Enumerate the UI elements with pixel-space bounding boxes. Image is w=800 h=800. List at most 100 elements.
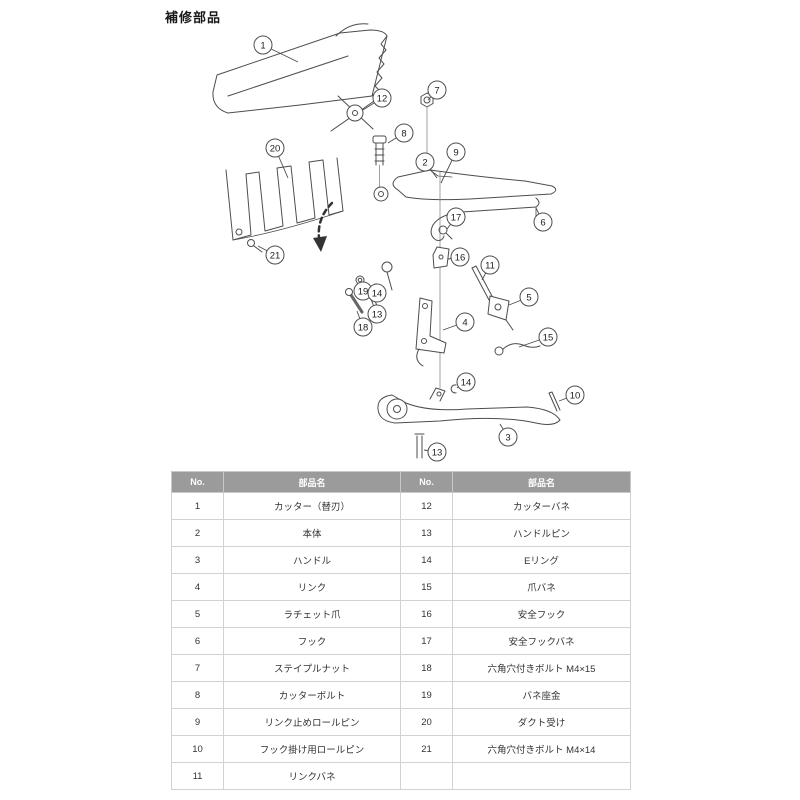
part-callout-number: 13 xyxy=(372,309,383,320)
part-no-cell: 18 xyxy=(400,654,453,682)
part-callout-number: 21 xyxy=(270,250,281,261)
part-callout-number: 4 xyxy=(462,317,467,328)
part-callout-17 xyxy=(446,207,466,227)
part-callout-3 xyxy=(498,427,518,447)
part-no-cell: 12 xyxy=(400,492,453,520)
part-callout-1 xyxy=(253,35,273,55)
parts-table-header-cell: 部品名 xyxy=(452,471,631,493)
handle-shape xyxy=(377,394,561,425)
part-name-cell: 六角穴付きボルト M4×14 xyxy=(452,735,631,763)
hook-shape xyxy=(430,197,540,241)
part-callout-9 xyxy=(446,142,466,162)
part-callout-number: 1 xyxy=(260,40,265,51)
part-callout-13 xyxy=(367,304,387,324)
insertion-arrow xyxy=(317,201,334,240)
part-no-cell: 5 xyxy=(171,600,224,628)
part-callout-18 xyxy=(353,317,373,337)
part-no-cell: 10 xyxy=(171,735,224,763)
part-name-cell: リンク止めロールピン xyxy=(223,708,401,736)
part-callout-number: 5 xyxy=(526,292,531,303)
part-no-cell: 4 xyxy=(171,573,224,601)
part-callout-16 xyxy=(450,247,470,267)
link-shape xyxy=(415,297,447,354)
part-callout-number: 18 xyxy=(358,322,369,333)
page-title: 補修部品 xyxy=(165,10,222,25)
part-name-cell: カッター（替刃） xyxy=(223,492,401,520)
ratchet-claw-shape xyxy=(487,295,510,321)
parts-table-header-cell: No. xyxy=(400,471,453,493)
part-callout-number: 11 xyxy=(485,260,495,271)
part-callout-8 xyxy=(394,123,414,143)
part-callout-number: 2 xyxy=(422,157,427,168)
body-shape xyxy=(392,169,557,201)
part-callout-20 xyxy=(265,138,285,158)
part-callout-7 xyxy=(427,80,447,100)
part-name-cell: リンク xyxy=(223,573,401,601)
part-callout-13 xyxy=(427,442,447,462)
part-no-cell: 8 xyxy=(171,681,224,709)
part-no-cell: 9 xyxy=(171,708,224,736)
part-name-cell: ハンドル xyxy=(223,546,401,574)
part-no-cell: 13 xyxy=(400,519,453,547)
part-callout-number: 7 xyxy=(434,85,439,96)
parts-table-header-cell: 部品名 xyxy=(223,471,401,493)
part-no-cell xyxy=(400,762,453,790)
part-name-cell: 安全フックバネ xyxy=(452,627,631,655)
part-no-cell: 19 xyxy=(400,681,453,709)
parts-table-header-cell: No. xyxy=(171,471,224,493)
part-callout-number: 17 xyxy=(451,212,462,223)
part-callout-number: 14 xyxy=(461,377,472,388)
part-callout-10 xyxy=(565,385,585,405)
part-callout-number: 12 xyxy=(377,93,388,104)
part-name-cell: ラチェット爪 xyxy=(223,600,401,628)
part-name-cell: フック xyxy=(223,627,401,655)
duct-receiver-shape xyxy=(225,157,344,241)
part-no-cell: 15 xyxy=(400,573,453,601)
part-callout-number: 3 xyxy=(505,432,510,443)
part-callout-12 xyxy=(372,88,392,108)
part-name-cell: ダクト受け xyxy=(452,708,631,736)
part-name-cell: ハンドルピン xyxy=(452,519,631,547)
part-name-cell: 本体 xyxy=(223,519,401,547)
part-callout-5 xyxy=(519,287,539,307)
part-no-cell: 1 xyxy=(171,492,224,520)
part-callout-number: 19 xyxy=(358,286,369,297)
part-name-cell: Eリング xyxy=(452,546,631,574)
part-callout-number: 15 xyxy=(543,332,554,343)
blade-pivot xyxy=(346,104,364,122)
part-callout-14 xyxy=(367,283,387,303)
part-name-cell: 爪バネ xyxy=(452,573,631,601)
part-callout-number: 20 xyxy=(270,143,281,154)
part-no-cell: 7 xyxy=(171,654,224,682)
part-callout-6 xyxy=(533,212,553,232)
part-callout-4 xyxy=(455,312,475,332)
part-name-cell: ステイプルナット xyxy=(223,654,401,682)
part-name-cell: 六角穴付きボルト M4×15 xyxy=(452,654,631,682)
part-name-cell: リンクバネ xyxy=(223,762,401,790)
part-name-cell xyxy=(452,762,631,790)
part-callout-number: 16 xyxy=(455,252,466,263)
part-no-cell: 17 xyxy=(400,627,453,655)
part-callout-14 xyxy=(456,372,476,392)
part-callout-number: 14 xyxy=(372,288,383,299)
part-name-cell: カッターバネ xyxy=(452,492,631,520)
diagram-line-art xyxy=(212,23,561,459)
part-callout-11 xyxy=(480,255,500,275)
part-no-cell: 14 xyxy=(400,546,453,574)
part-callout-number: 10 xyxy=(570,390,581,401)
part-callout-number: 13 xyxy=(432,447,443,458)
